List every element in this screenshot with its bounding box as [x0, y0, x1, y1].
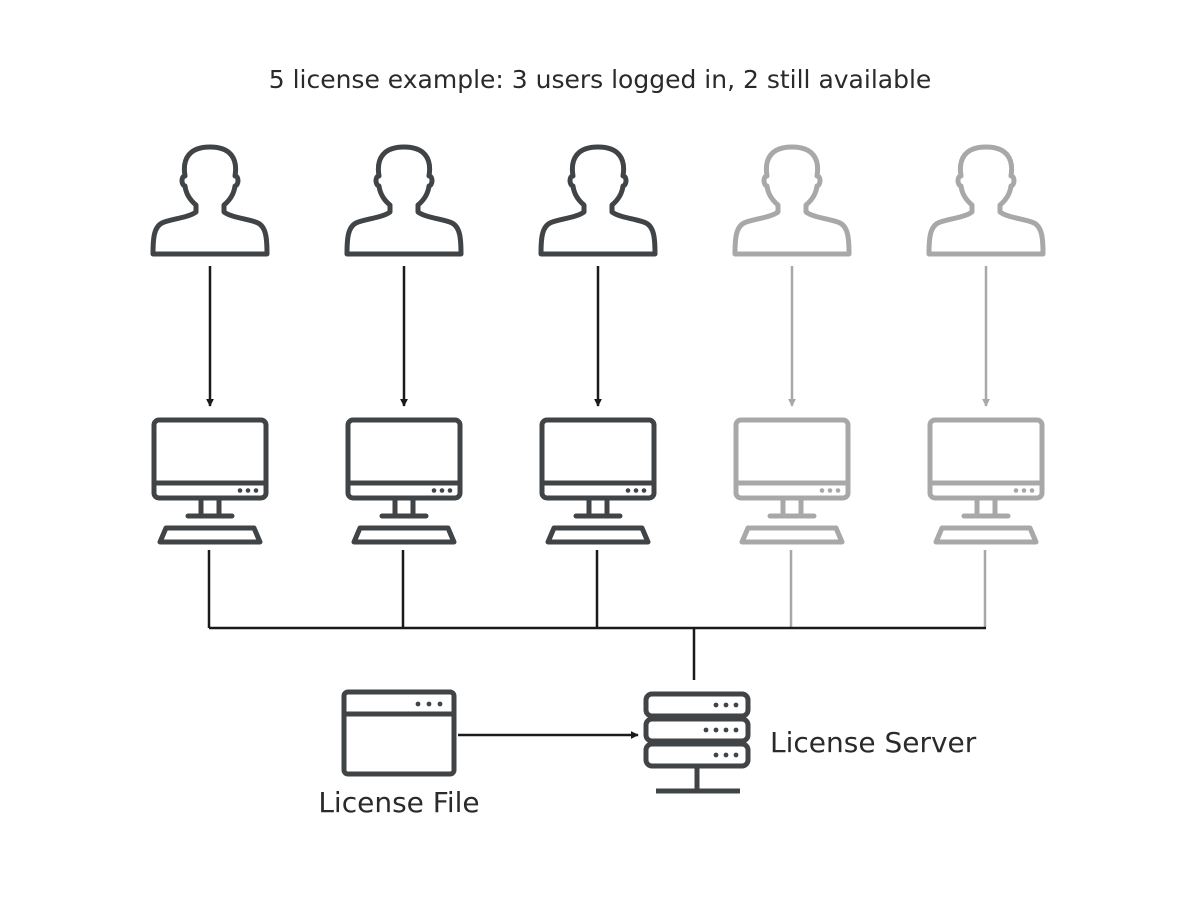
license-file-label: License File — [318, 786, 479, 819]
person-icon — [732, 144, 852, 257]
license-server-label: License Server — [770, 726, 977, 759]
computer-monitor-icon — [539, 417, 657, 545]
person-icon — [344, 144, 464, 257]
computer-monitor-icon — [733, 417, 851, 545]
user-columns — [150, 144, 1046, 628]
computer-monitor-icon — [151, 417, 269, 545]
person-icon — [538, 144, 658, 257]
user-column-3 — [538, 144, 658, 628]
network-bus — [209, 626, 986, 680]
license-file-icon — [341, 689, 457, 777]
person-icon — [926, 144, 1046, 257]
diagram-title: 5 license example: 3 users logged in, 2 … — [269, 65, 932, 94]
user-column-2 — [344, 144, 464, 628]
user-column-1 — [150, 144, 270, 628]
user-column-4 — [732, 144, 852, 628]
person-icon — [150, 144, 270, 257]
computer-monitor-icon — [927, 417, 1045, 545]
computer-monitor-icon — [345, 417, 463, 545]
server-icon — [643, 691, 751, 794]
user-column-5 — [926, 144, 1046, 628]
